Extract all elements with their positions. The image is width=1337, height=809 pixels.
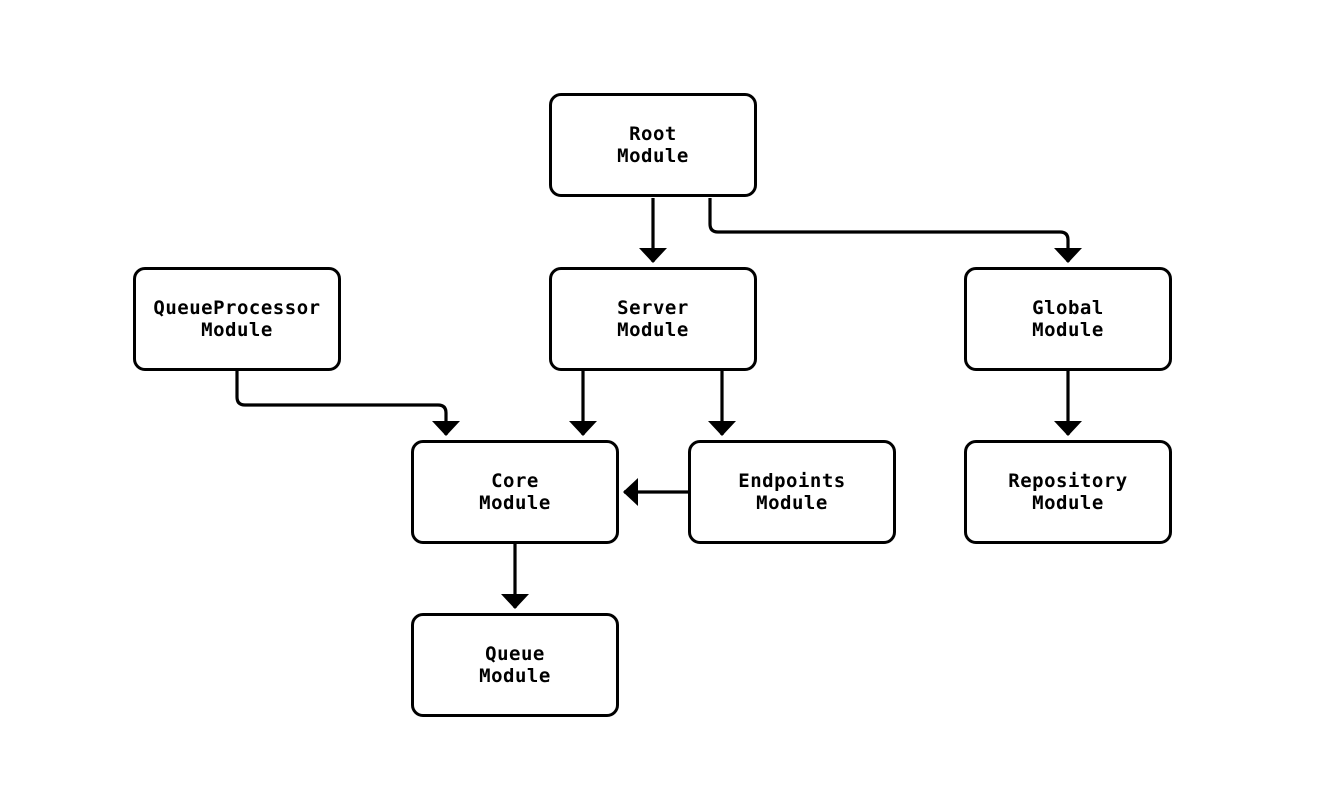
node-core-module: Core Module [411,440,619,544]
edge-root-to-global [708,198,1082,263]
node-root-module: Root Module [549,93,757,197]
node-endpoints-module: Endpoints Module [688,440,896,544]
node-global-module: Global Module [964,267,1172,371]
edge-queueprocessor-to-core [235,371,460,436]
node-repository-module: Repository Module [964,440,1172,544]
node-queueprocessor-module: QueueProcessor Module [133,267,341,371]
node-server-module: Server Module [549,267,757,371]
node-queue-module: Queue Module [411,613,619,717]
